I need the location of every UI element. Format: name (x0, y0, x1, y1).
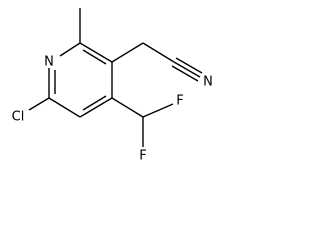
ring-nitrogen-label: N (44, 55, 54, 70)
bond-n1-c2 (59, 42, 81, 57)
bond-c4-c5-inner (82, 95, 107, 111)
nitrile-nitrogen-label: N (203, 75, 213, 90)
bond-ch2-c (142, 42, 175, 63)
bond-c2-c3 (79, 42, 113, 63)
bond-c5-c6 (48, 97, 81, 118)
fluorine-lower-label: F (139, 149, 146, 164)
bond-chf2-f-upper (142, 103, 174, 118)
fluorine-upper-label: F (176, 94, 183, 109)
molecule-structure: N Cl N F F (12, 8, 213, 164)
bond-c6-cl (28, 97, 50, 111)
pyridine-ring (48, 42, 113, 118)
bond-c2-c3-inner (82, 49, 107, 65)
bond-c4-c5 (79, 97, 113, 118)
nitrile-triple-bond (171, 57, 203, 82)
bond-c3-ch2 (111, 42, 144, 63)
chlorine-label: Cl (12, 110, 25, 125)
bond-c4-chf2 (111, 97, 144, 118)
